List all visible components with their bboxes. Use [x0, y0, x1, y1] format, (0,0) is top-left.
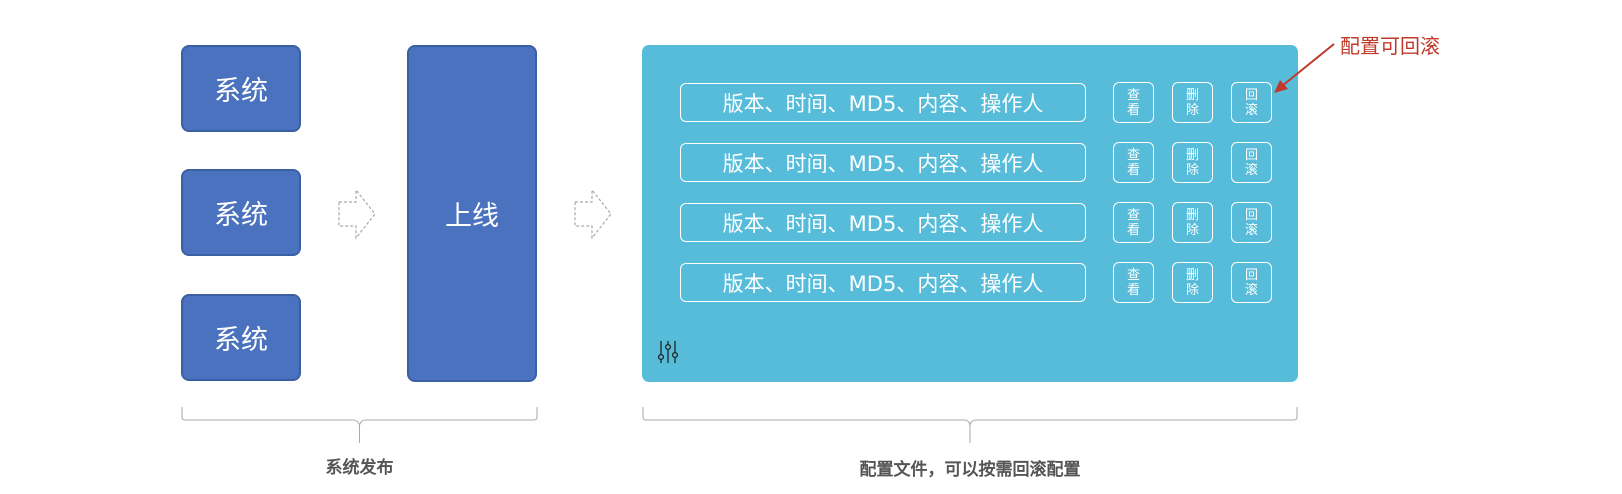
config-record-text: 版本、时间、MD5、内容、操作人: [722, 151, 1044, 176]
delete-button[interactable]: 删除: [1172, 202, 1213, 243]
view-button-label: 查看: [1126, 147, 1140, 178]
delete-button-label: 删除: [1185, 87, 1199, 118]
system-box-label: 系统: [214, 200, 268, 231]
view-button-label: 查看: [1126, 207, 1140, 238]
rollback-button-label: 回滚: [1244, 267, 1258, 298]
delete-button-label: 删除: [1185, 147, 1199, 178]
delete-button[interactable]: 删除: [1172, 262, 1213, 303]
config-record-field: 版本、时间、MD5、内容、操作人: [680, 83, 1086, 122]
rollback-button[interactable]: 回滚: [1231, 262, 1272, 303]
rollback-button-label: 回滚: [1244, 87, 1258, 118]
rollback-button[interactable]: 回滚: [1231, 202, 1272, 243]
sliders-icon: [657, 341, 679, 363]
online-label: 上线: [445, 201, 499, 232]
delete-button-label: 删除: [1185, 207, 1199, 238]
dashed-right-arrow-icon: [574, 189, 612, 239]
config-panel: 版本、时间、MD5、内容、操作人 查看 删除 回滚 版本、时间、MD5、内容、操…: [642, 45, 1298, 382]
system-box-label: 系统: [214, 325, 268, 356]
online-box: 上线: [407, 45, 537, 382]
config-brace: [642, 407, 1298, 443]
system-box-1: 系统: [181, 45, 301, 132]
view-button[interactable]: 查看: [1113, 142, 1154, 183]
rollback-button-label: 回滚: [1244, 147, 1258, 178]
config-caption: 配置文件，可以按需回滚配置: [859, 460, 1081, 480]
config-record-text: 版本、时间、MD5、内容、操作人: [722, 91, 1044, 116]
config-record-text: 版本、时间、MD5、内容、操作人: [722, 211, 1044, 236]
view-button[interactable]: 查看: [1113, 262, 1154, 303]
config-record-text: 版本、时间、MD5、内容、操作人: [722, 271, 1044, 296]
view-button-label: 查看: [1126, 267, 1140, 298]
delete-button[interactable]: 删除: [1172, 142, 1213, 183]
config-record-field: 版本、时间、MD5、内容、操作人: [680, 263, 1086, 302]
view-button[interactable]: 查看: [1113, 82, 1154, 123]
view-button-label: 查看: [1126, 87, 1140, 118]
system-box-2: 系统: [181, 169, 301, 256]
delete-button[interactable]: 删除: [1172, 82, 1213, 123]
release-caption: 系统发布: [325, 458, 394, 478]
dashed-right-arrow-icon: [338, 189, 376, 239]
release-brace: [181, 407, 538, 443]
rollback-button[interactable]: 回滚: [1231, 82, 1272, 123]
view-button[interactable]: 查看: [1113, 202, 1154, 243]
system-box-label: 系统: [214, 76, 268, 107]
config-record-field: 版本、时间、MD5、内容、操作人: [680, 203, 1086, 242]
delete-button-label: 删除: [1185, 267, 1199, 298]
rollback-button[interactable]: 回滚: [1231, 142, 1272, 183]
config-record-field: 版本、时间、MD5、内容、操作人: [680, 143, 1086, 182]
callout-arrow-icon: [1274, 43, 1335, 93]
rollback-callout: 配置可回滚: [1340, 34, 1440, 58]
rollback-button-label: 回滚: [1244, 207, 1258, 238]
system-box-3: 系统: [181, 294, 301, 381]
